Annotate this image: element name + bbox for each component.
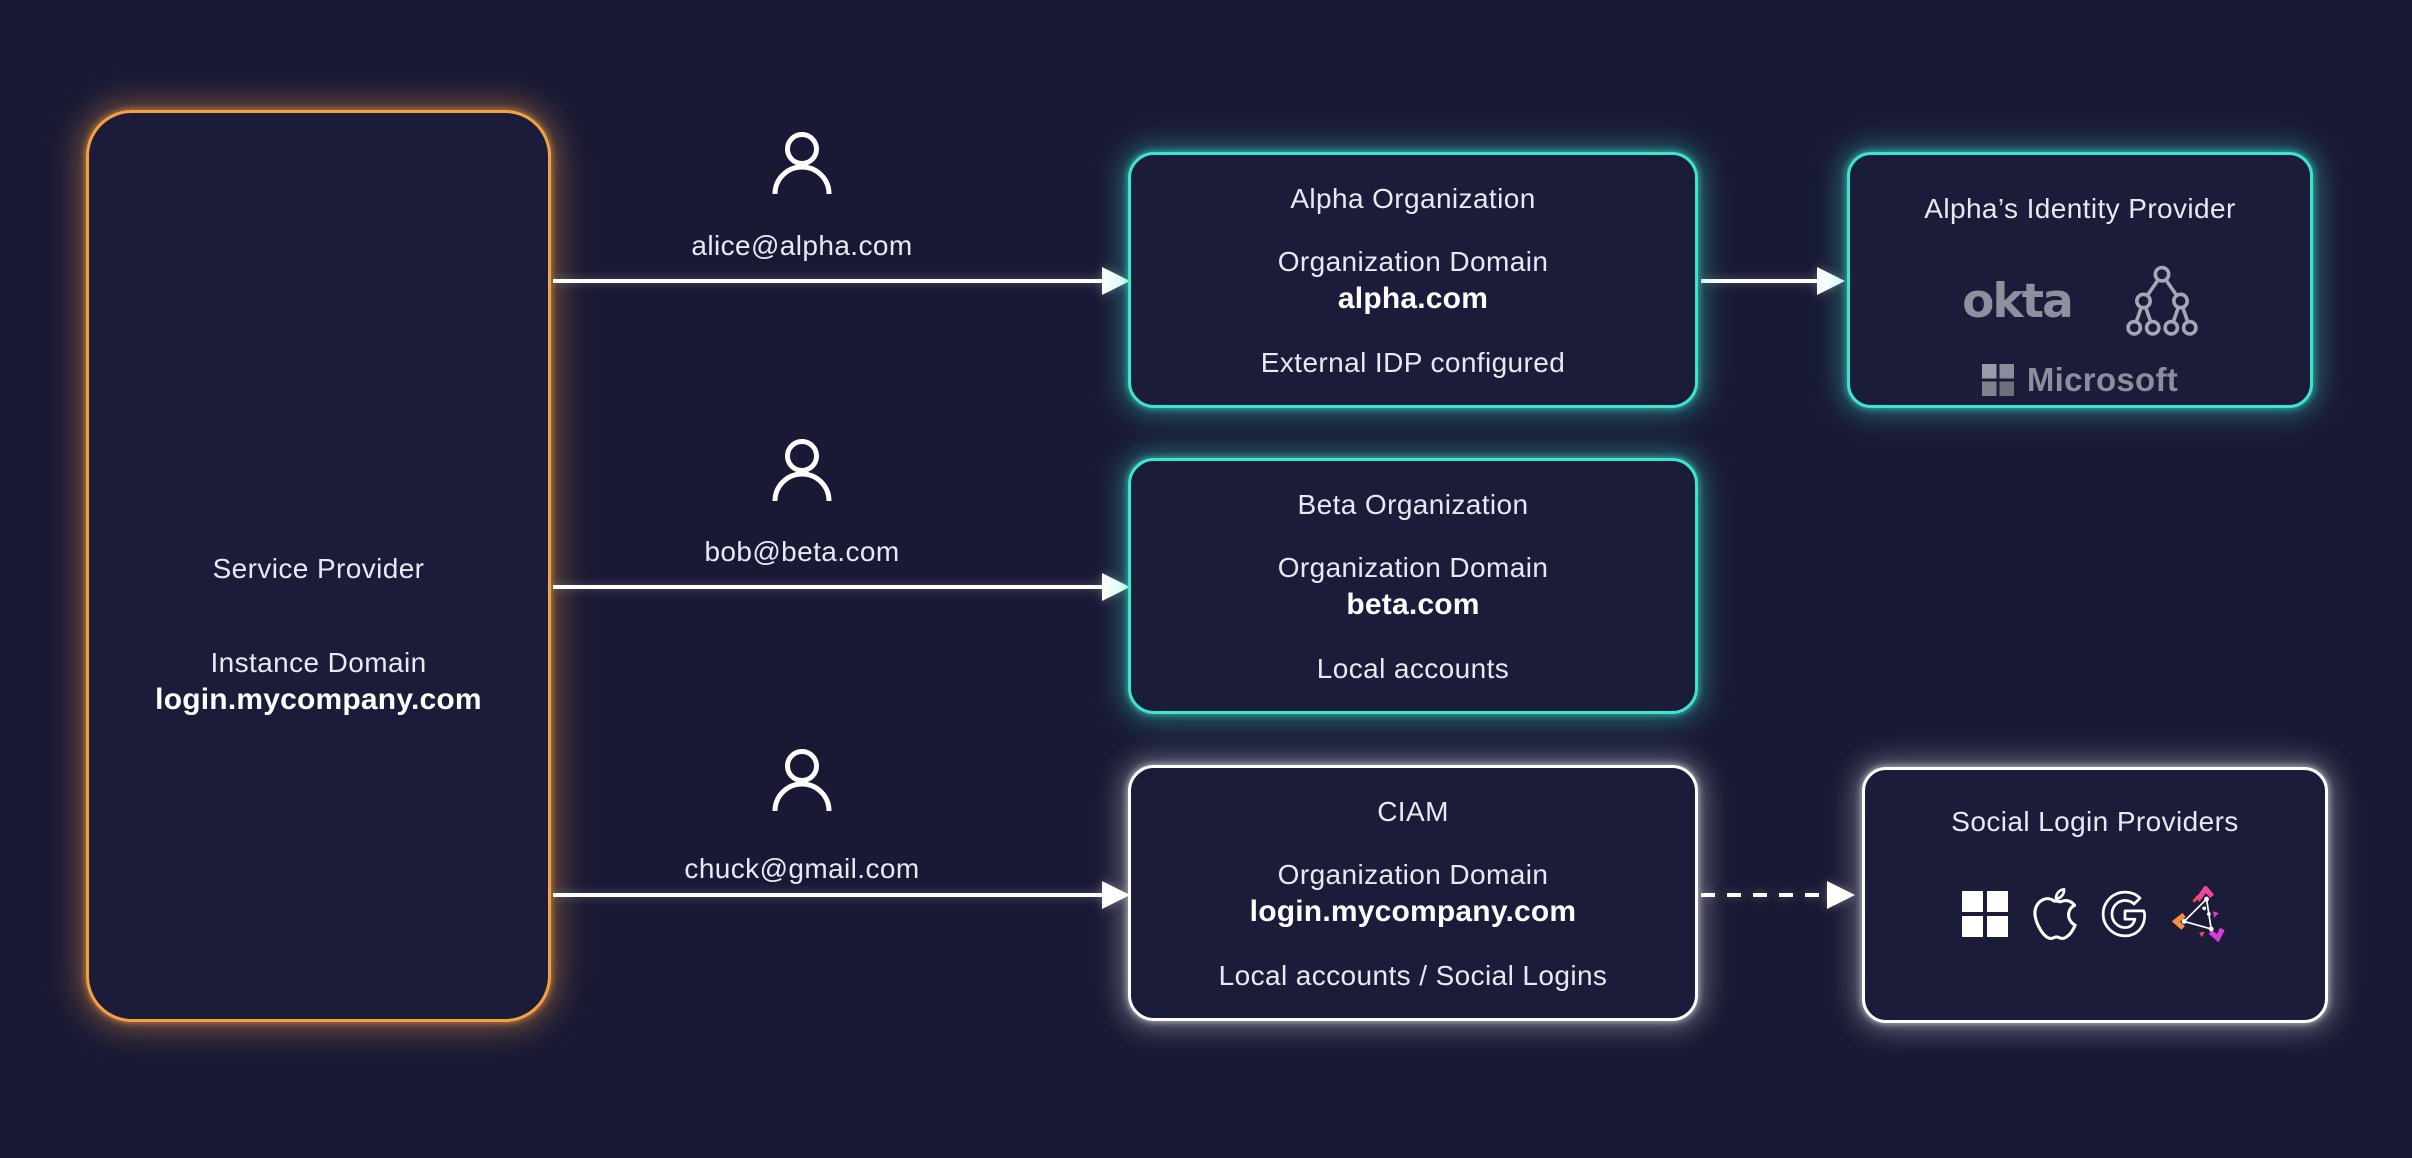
org-domain-label: Organization Domain	[1277, 859, 1549, 890]
directory-tree-icon	[2126, 265, 2198, 336]
arrowhead	[1102, 267, 1130, 295]
okta-logo: okta	[1962, 273, 2074, 329]
beta-organization-box: Beta Organization Organization Domain be…	[1128, 458, 1698, 714]
service-provider-text: Service Provider Instance Domain login.m…	[89, 551, 548, 719]
service-provider-box: Service Provider Instance Domain login.m…	[86, 110, 551, 1022]
microsoft-logo: Microsoft	[1981, 361, 2179, 399]
person-icon	[772, 749, 832, 812]
idp-logo-row: okta	[1962, 265, 2198, 337]
person-icon	[772, 439, 832, 502]
instance-domain-value: login.mycompany.com	[155, 683, 482, 716]
org-domain-value: beta.com	[1346, 588, 1480, 621]
user-email-alice: alice@alpha.com	[691, 230, 913, 261]
org-note: Local accounts / Social Logins	[1218, 960, 1608, 991]
org-title: CIAM	[1377, 796, 1449, 827]
org-note: Local accounts	[1316, 653, 1510, 684]
person-icon	[772, 132, 832, 195]
org-domain-label: Organization Domain	[1277, 552, 1549, 583]
zitadel-icon	[2172, 886, 2225, 942]
org-domain-group: Organization Domain alpha.com	[1278, 244, 1549, 318]
org-note: External IDP configured	[1260, 347, 1566, 378]
org-title: Alpha Organization	[1290, 183, 1536, 214]
arrowhead	[1817, 267, 1845, 295]
org-domain-value: alpha.com	[1337, 282, 1489, 315]
org-domain-group: Organization Domain login.mycompany.com	[1250, 857, 1577, 931]
org-domain-label: Organization Domain	[1277, 246, 1549, 277]
spacer	[89, 587, 548, 645]
alpha-identity-provider-box: Alpha’s Identity Provider okta Microsoft	[1847, 152, 2313, 408]
apple-icon	[2033, 887, 2077, 940]
social-logo-row	[1962, 886, 2228, 942]
arrowhead	[1827, 881, 1855, 909]
arrowhead	[1102, 881, 1130, 909]
social-title: Social Login Providers	[1951, 806, 2239, 837]
user-email-chuck: chuck@gmail.com	[684, 853, 920, 884]
ciam-organization-box: CIAM Organization Domain login.mycompany…	[1128, 765, 1698, 1021]
org-title: Beta Organization	[1297, 489, 1529, 520]
microsoft-squares-icon	[1981, 364, 2014, 396]
org-domain-group: Organization Domain beta.com	[1278, 550, 1549, 624]
social-login-providers-box: Social Login Providers	[1862, 767, 2328, 1023]
arrowhead	[1102, 573, 1130, 601]
alpha-organization-box: Alpha Organization Organization Domain a…	[1128, 152, 1698, 408]
google-icon	[2101, 890, 2147, 938]
microsoft-icon	[1962, 891, 2008, 937]
microsoft-wordmark: Microsoft	[2026, 361, 2179, 398]
instance-domain-label: Instance Domain	[210, 647, 427, 678]
user-email-bob: bob@beta.com	[704, 536, 900, 567]
service-provider-title: Service Provider	[212, 553, 425, 584]
org-domain-value: login.mycompany.com	[1249, 895, 1577, 928]
idp-title: Alpha’s Identity Provider	[1924, 193, 2236, 224]
